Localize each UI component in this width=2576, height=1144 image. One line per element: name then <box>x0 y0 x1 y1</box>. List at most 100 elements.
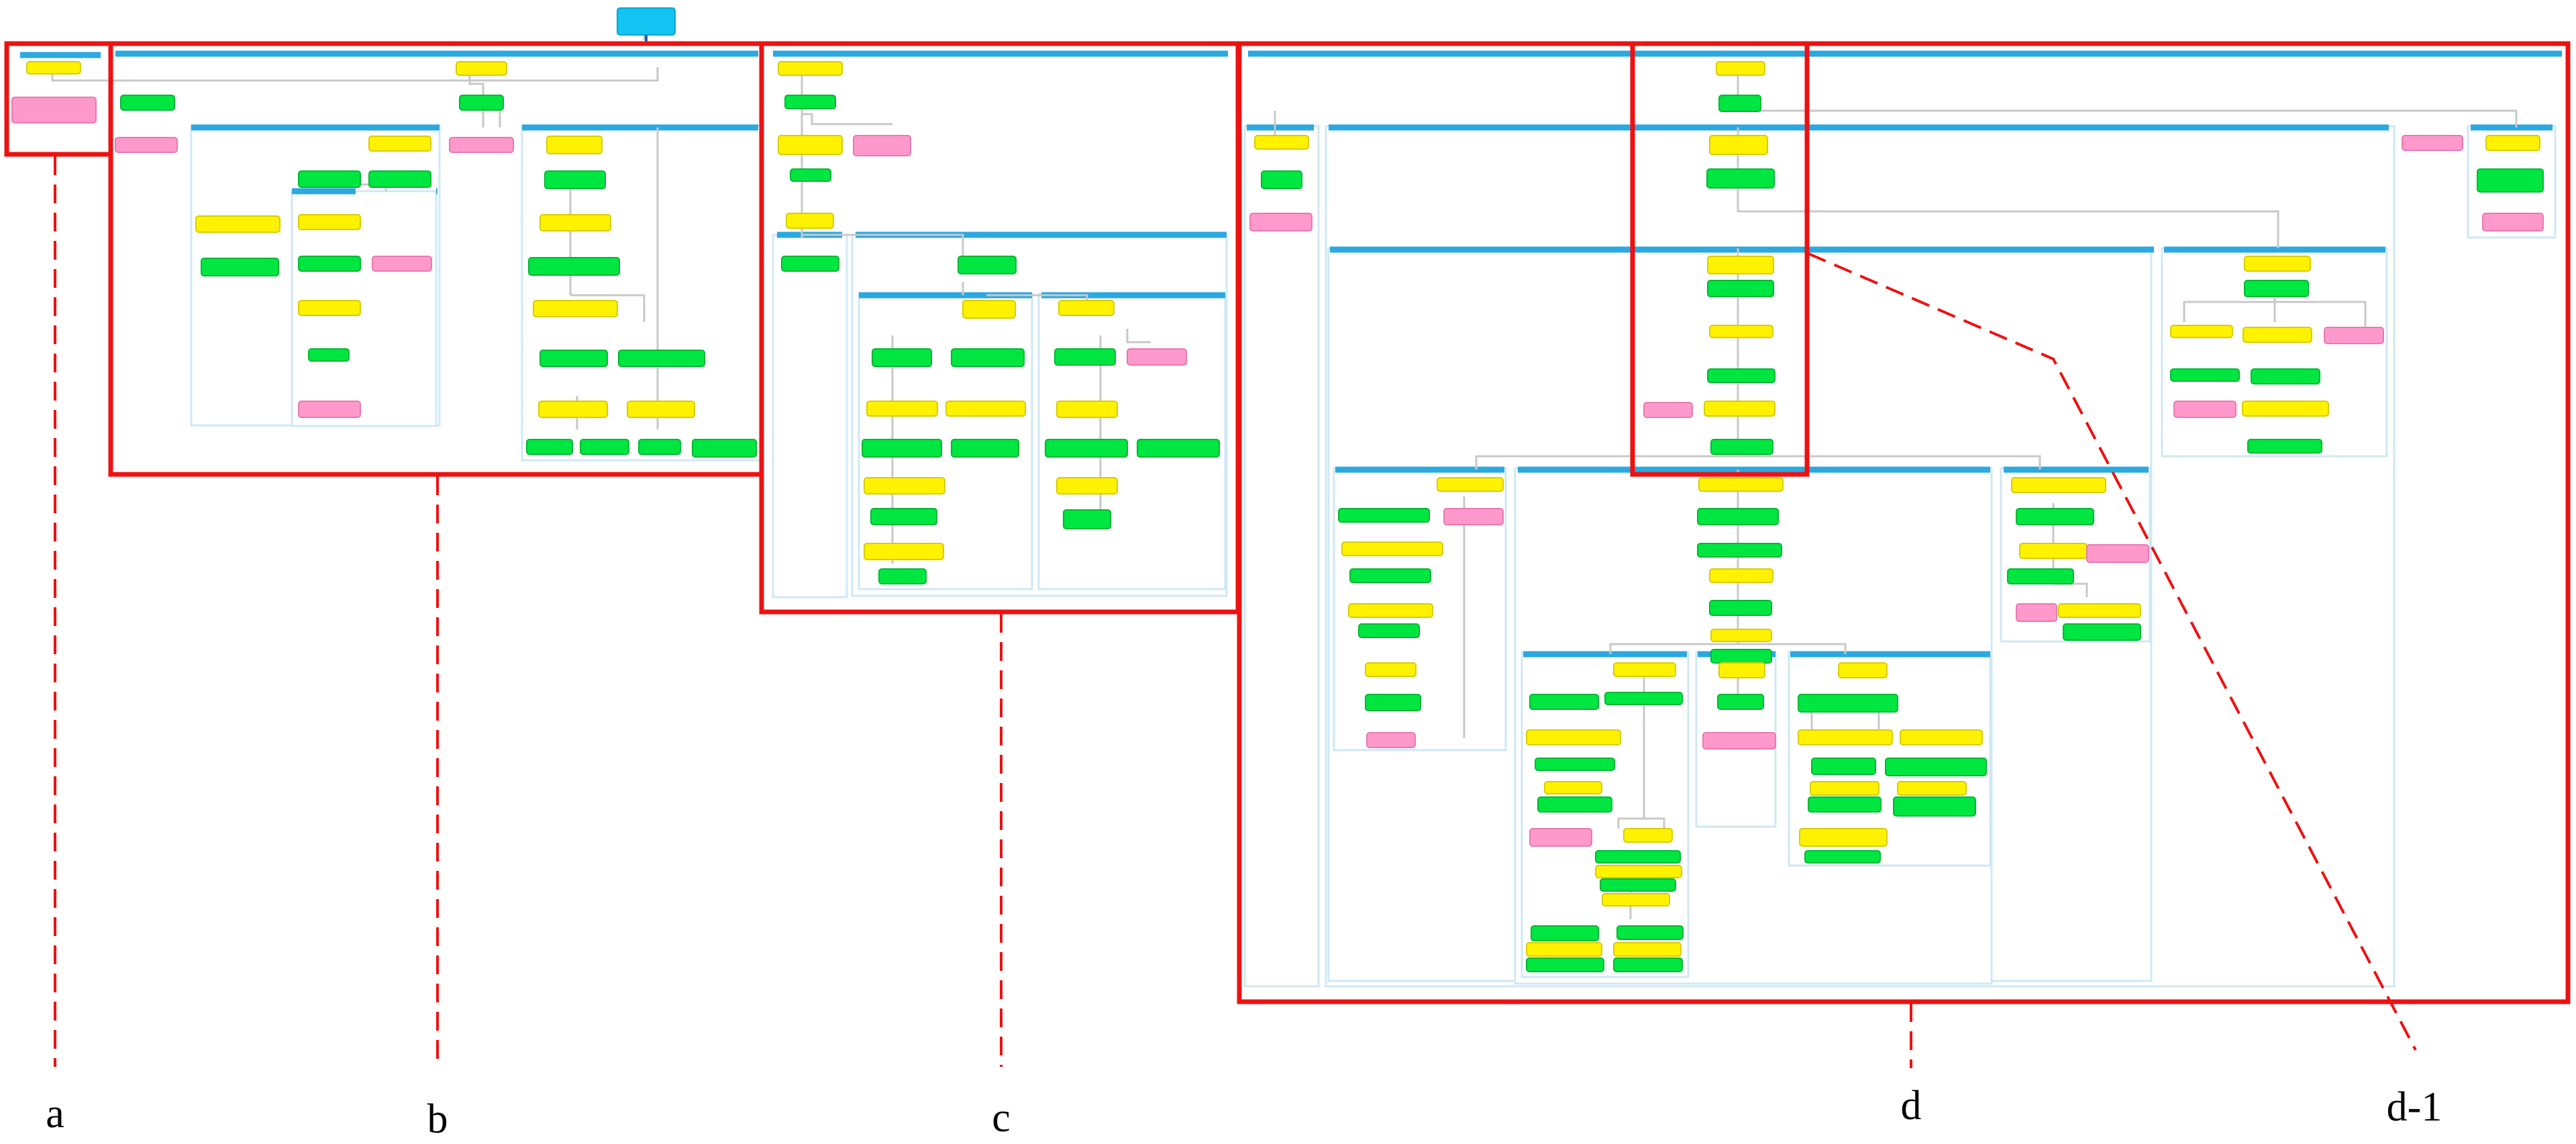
connector-28 <box>1644 817 1665 829</box>
green-node-117 <box>1537 796 1612 813</box>
green-node-3 <box>120 95 175 111</box>
yellow-node-96 <box>1698 477 1784 492</box>
yellow-node-46 <box>864 477 945 495</box>
connector-24 <box>1609 643 1738 654</box>
yellow-node-79 <box>2243 327 2312 343</box>
green-node-112 <box>1529 694 1599 710</box>
yellow-node-43 <box>945 401 1026 417</box>
label-b: b <box>427 1096 448 1142</box>
green-node-35 <box>790 168 831 182</box>
green-node-32 <box>784 95 836 109</box>
green-node-81 <box>2170 368 2240 382</box>
green-node-47 <box>870 508 937 525</box>
pink-node-65 <box>2402 135 2463 151</box>
green-node-122 <box>1600 878 1676 892</box>
yellow-node-58 <box>1716 61 1765 76</box>
green-node-24 <box>618 350 705 367</box>
yellow-node-69 <box>1707 256 1774 274</box>
yellow-node-56 <box>1056 477 1118 495</box>
green-node-90 <box>1349 568 1431 583</box>
pink-node-95 <box>1366 732 1416 748</box>
yellow-node-116 <box>1544 781 1602 794</box>
yellow-node-50 <box>1058 300 1115 316</box>
subframe-11 <box>2161 247 2388 458</box>
yellow-node-114 <box>1526 729 1621 745</box>
pink-node-83 <box>2173 401 2236 418</box>
green-node-13 <box>298 256 361 272</box>
green-node-49 <box>878 568 927 584</box>
pink-node-88 <box>1443 508 1504 525</box>
connector-10 <box>802 113 892 125</box>
yellow-node-136 <box>1900 729 1983 745</box>
connectors-layer <box>51 34 2518 919</box>
green-node-92 <box>1358 623 1420 638</box>
green-node-11 <box>201 258 279 276</box>
green-node-94 <box>1365 694 1421 711</box>
yellow-node-26 <box>627 401 695 418</box>
green-node-120 <box>1595 850 1681 864</box>
pink-node-74 <box>1643 402 1693 418</box>
top-bars-layer <box>20 50 2562 658</box>
highlight-box-d <box>1237 41 2571 1004</box>
yellow-node-60 <box>1709 135 1768 155</box>
yellow-node-42 <box>866 401 938 417</box>
yellow-node-121 <box>1595 865 1682 878</box>
connector-1 <box>51 62 659 82</box>
yellow-node-20 <box>539 214 611 231</box>
yellow-node-139 <box>1810 781 1879 796</box>
green-node-27 <box>526 439 573 455</box>
green-node-21 <box>528 257 620 276</box>
yellow-node-22 <box>533 300 618 317</box>
green-node-4 <box>459 95 504 111</box>
green-node-129 <box>1613 957 1683 972</box>
green-node-45 <box>951 439 1019 458</box>
green-node-85 <box>2247 439 2322 454</box>
yellow-node-143 <box>1799 828 1888 847</box>
yellow-node-78 <box>2170 325 2233 338</box>
pink-node-118 <box>1529 828 1592 847</box>
green-node-67 <box>2477 168 2544 193</box>
leader-line-d-1 <box>1808 252 2417 1051</box>
pink-node-64 <box>1249 213 1312 231</box>
yellow-node-127 <box>1613 942 1682 957</box>
green-node-102 <box>1710 649 1772 664</box>
green-node-141 <box>1808 796 1882 813</box>
green-node-110 <box>2063 623 2141 641</box>
pink-node-132 <box>1702 732 1776 749</box>
yellow-node-0 <box>26 61 81 74</box>
green-node-124 <box>1531 925 1599 941</box>
yellow-node-15 <box>298 300 361 316</box>
green-node-44 <box>862 439 942 458</box>
yellow-node-86 <box>1437 477 1504 492</box>
yellow-node-123 <box>1602 893 1670 906</box>
label-a: a <box>46 1091 64 1137</box>
yellow-node-48 <box>864 543 944 560</box>
green-node-54 <box>1045 439 1128 458</box>
green-node-9 <box>368 170 431 188</box>
yellow-node-31 <box>778 61 843 76</box>
yellow-node-109 <box>2058 603 2141 618</box>
green-node-38 <box>958 256 1017 274</box>
yellow-node-33 <box>778 135 843 155</box>
green-node-87 <box>1338 508 1430 523</box>
yellow-node-76 <box>2244 256 2311 272</box>
nodes-layer <box>11 7 2544 972</box>
green-node-40 <box>872 348 932 367</box>
green-node-63 <box>1261 170 1302 189</box>
connector-21 <box>1475 455 1738 470</box>
yellow-node-36 <box>786 213 834 229</box>
green-node-125 <box>1616 925 1684 940</box>
green-node-137 <box>1811 758 1876 775</box>
pink-node-5 <box>115 137 178 153</box>
yellow-node-53 <box>1056 401 1118 418</box>
green-node-98 <box>1697 543 1782 558</box>
yellow-node-101 <box>1710 629 1772 642</box>
yellow-node-93 <box>1365 662 1416 677</box>
yellow-node-12 <box>298 214 361 230</box>
label-c: c <box>992 1095 1011 1141</box>
green-node-28 <box>580 439 629 455</box>
green-node-51 <box>1054 348 1116 366</box>
yellow-node-99 <box>1709 568 1773 583</box>
yellow-node-103 <box>2011 477 2106 493</box>
